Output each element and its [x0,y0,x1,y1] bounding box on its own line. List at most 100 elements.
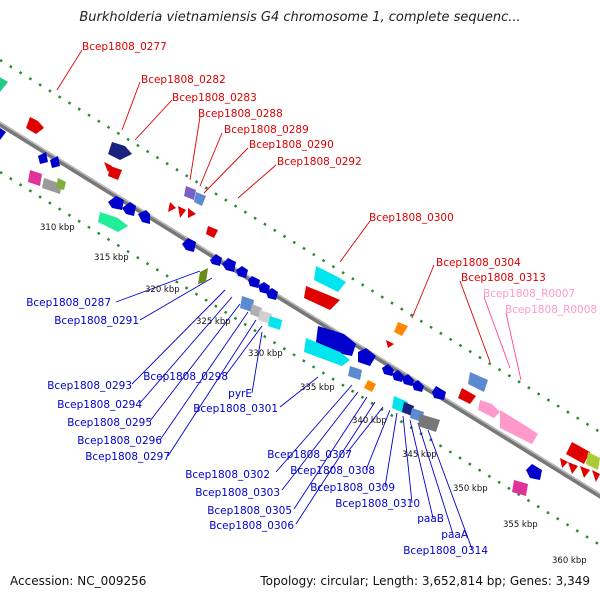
gene-feature[interactable] [122,202,136,216]
gene-feature[interactable] [50,156,60,168]
accession-label: Accession: NC_009256 [10,574,147,588]
gene-feature[interactable] [268,316,282,330]
gene-feature[interactable] [210,254,222,266]
reverse-gene-label: Bcep1808_0301 [193,403,278,415]
reverse-gene-label: Bcep1808_0295 [67,417,152,429]
gene-feature[interactable] [266,288,278,300]
gene-feature[interactable] [168,202,176,212]
gene-feature[interactable] [382,364,394,376]
scale-tick-label: 330 kbp [248,349,283,359]
reverse-gene-label: pyrE [228,388,252,400]
gene-feature[interactable] [586,452,600,470]
chromosome-backbone-highlight [0,121,600,495]
gene-feature[interactable] [108,196,124,210]
gene-feature[interactable] [304,286,340,310]
scale-dots-lower [0,170,600,547]
gene-feature[interactable] [364,380,376,392]
gene-feature[interactable] [184,186,196,200]
forward-gene-label: Bcep1808_0313 [461,272,546,284]
gene-feature[interactable] [432,386,446,400]
forward-gene-label: Bcep1808_0304 [436,257,521,269]
scale-tick-label: 345 kbp [402,450,437,460]
gene-feature[interactable] [258,310,272,324]
gene-feature[interactable] [402,374,414,386]
reverse-genes [0,128,542,496]
forward-gene-label: Bcep1808_0282 [141,74,226,86]
gene-feature[interactable] [250,304,262,318]
map-title: Burkholderia vietnamiensis G4 chromosome… [79,10,521,25]
gene-feature[interactable] [478,400,500,418]
gene-feature[interactable] [316,326,356,356]
gene-feature[interactable] [248,276,260,288]
gene-feature[interactable] [560,458,568,468]
gene-feature[interactable] [182,238,196,252]
forward-gene-label: Bcep1808_0290 [249,139,334,151]
reverse-gene-label: paaB [417,513,444,525]
scale-tick-label: 355 kbp [503,520,538,530]
reverse-gene-label: Bcep1808_0306 [209,520,294,532]
gene-feature[interactable] [500,410,538,444]
gene-feature[interactable] [206,226,218,238]
gene-feature[interactable] [26,117,44,134]
gene-feature[interactable] [98,212,128,232]
reverse-gene-label: Bcep1808_0314 [403,545,488,557]
gene-feature[interactable] [402,402,414,416]
scale-tick-label: 320 kbp [145,285,180,295]
gene-feature[interactable] [512,480,528,496]
gene-feature[interactable] [198,268,208,284]
gene-feature[interactable] [392,370,404,382]
forward-gene-labels: Bcep1808_0277Bcep1808_0282Bcep1808_0283B… [82,41,546,284]
gene-feature[interactable] [0,128,6,140]
gene-feature[interactable] [348,366,362,380]
gene-feature[interactable] [526,464,542,480]
gene-feature[interactable] [42,178,62,194]
gene-feature[interactable] [592,470,600,482]
gene-feature[interactable] [580,466,590,478]
forward-gene-label: Bcep1808_0300 [369,212,454,224]
gene-feature[interactable] [188,208,196,218]
scale-tick-label: 325 kbp [196,317,231,327]
gene-feature[interactable] [468,372,488,392]
gene-feature[interactable] [386,340,394,348]
reverse-gene-label: Bcep1808_0296 [77,435,162,447]
scale-tick-label: 360 kbp [552,556,587,566]
gene-feature[interactable] [38,152,48,164]
gene-feature[interactable] [240,296,254,312]
gene-feature[interactable] [108,166,122,180]
gene-feature[interactable] [258,282,270,294]
rna-gene-label: Bcep1808_R0007 [483,288,575,300]
rna-gene-label: Bcep1808_R0008 [505,304,597,316]
reverse-gene-label: Bcep1808_0294 [57,399,142,411]
gene-feature[interactable] [358,348,376,366]
gene-feature[interactable] [0,76,8,92]
reverse-gene-labels: Bcep1808_0287Bcep1808_0291Bcep1808_0293B… [26,297,488,557]
gene-feature[interactable] [104,162,112,172]
chromosome-backbone [0,121,600,499]
gene-feature[interactable] [418,414,440,432]
gene-feature[interactable] [568,462,578,474]
reverse-gene-label: Bcep1808_0303 [195,487,280,499]
gene-feature[interactable] [222,258,236,272]
reverse-gene-label: paaA [441,529,469,541]
reverse-gene-label: Bcep1808_0309 [310,482,395,494]
leader-lines [56,49,522,550]
gene-feature[interactable] [566,442,590,464]
reverse-gene-label: Bcep1808_0298 [143,371,228,383]
gene-feature[interactable] [394,322,408,336]
gene-feature[interactable] [138,210,150,224]
gene-feature[interactable] [236,266,248,278]
scale-tick-label: 315 kbp [94,253,129,263]
gene-feature[interactable] [458,388,476,404]
reverse-gene-label: Bcep1808_0297 [85,451,170,463]
scale-tick-label: 350 kbp [453,484,488,494]
forward-gene-label: Bcep1808_0283 [172,92,257,104]
gene-feature[interactable] [108,142,132,160]
gene-feature[interactable] [28,170,42,186]
gene-feature[interactable] [304,338,350,366]
forward-gene-label: Bcep1808_0277 [82,41,167,53]
gene-feature[interactable] [412,380,424,392]
gene-feature[interactable] [194,192,206,206]
gene-feature[interactable] [56,178,66,190]
gene-feature[interactable] [178,206,186,218]
gene-feature[interactable] [314,266,346,292]
